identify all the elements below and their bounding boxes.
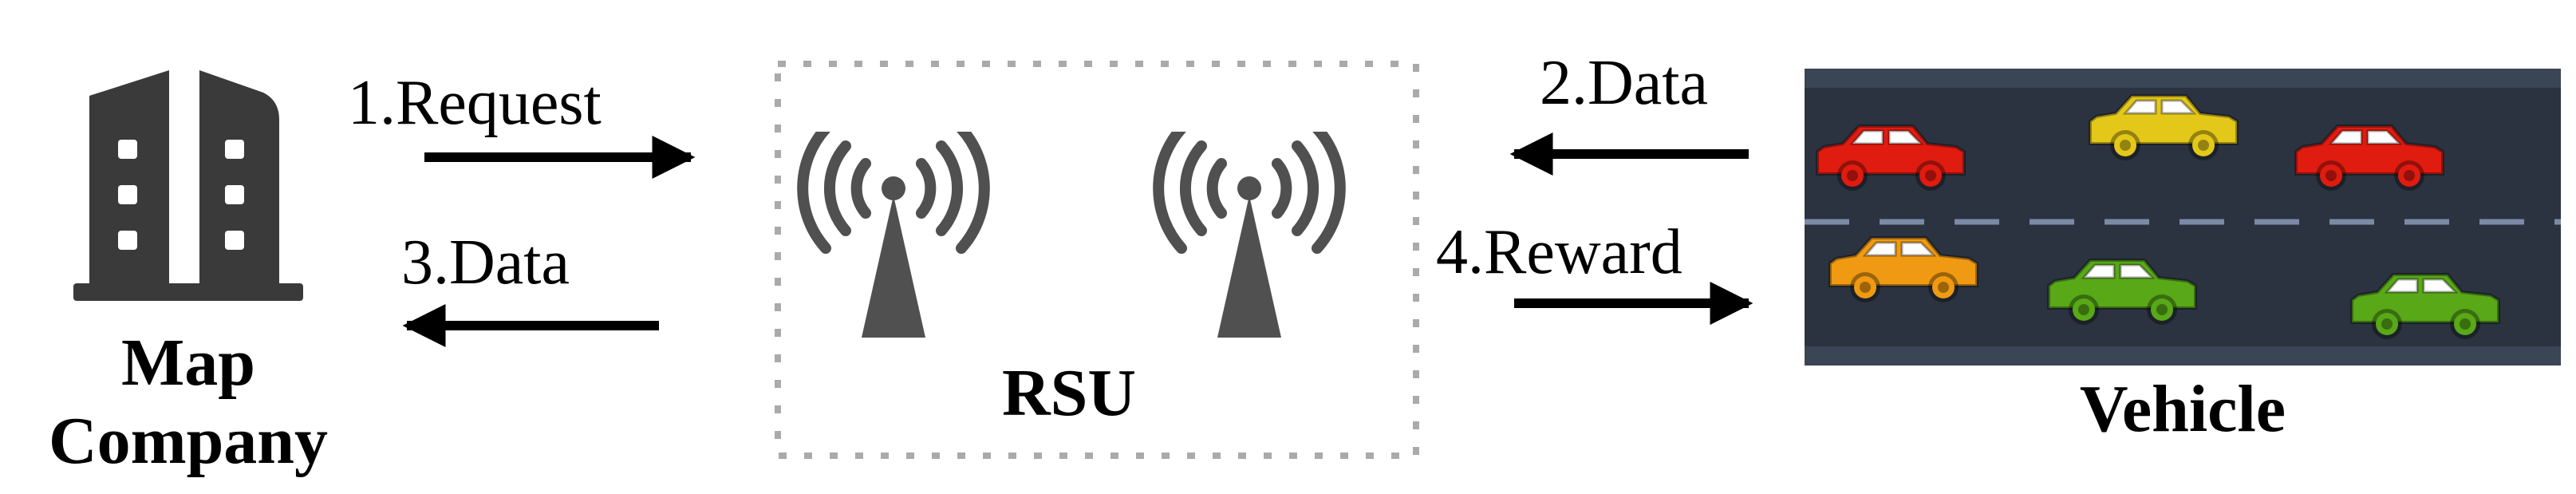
building-icon (73, 70, 303, 301)
data-to-company-arrow-label: 3.Data (401, 227, 570, 298)
map-company-label-line2: Company (49, 404, 328, 478)
map-company-label-line1: Map (121, 326, 255, 400)
reward-arrow-label: 4.Reward (1436, 217, 1682, 287)
rsu-box (775, 61, 1419, 459)
antenna-icon-right (1158, 128, 1340, 338)
data-from-vehicle-arrow-label: 2.Data (1540, 48, 1708, 118)
vehicle-label: Vehicle (2080, 372, 2286, 446)
rsu-label: RSU (1002, 356, 1136, 430)
request-arrow-label: 1.Request (348, 68, 602, 138)
vehicle-road-scene (1805, 69, 2561, 366)
antenna-icon-left (803, 128, 984, 338)
